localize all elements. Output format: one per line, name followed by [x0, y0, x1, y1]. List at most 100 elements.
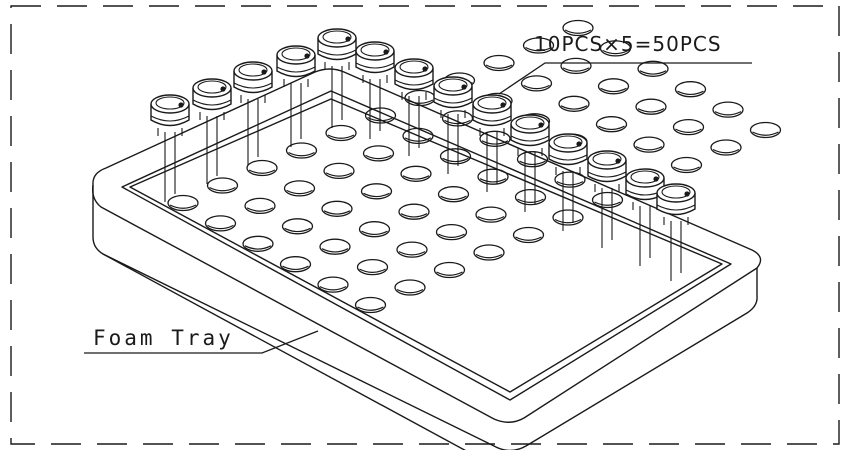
- sensor-cap: [150, 94, 190, 114]
- tray-hole-inner: [517, 198, 544, 203]
- tray-hole-inner: [677, 90, 704, 96]
- qty-leader: [498, 62, 752, 95]
- tray-hole: [402, 127, 434, 145]
- sensor-cap-inner: [238, 63, 268, 77]
- tray-hole-inner: [363, 192, 390, 198]
- sensor-cap: [355, 41, 395, 61]
- sensor-cap-inner: [322, 30, 352, 44]
- tray-hole: [522, 37, 555, 54]
- tray-hole-inner: [602, 49, 629, 55]
- leader-lines: [84, 62, 752, 354]
- tray-hole-inner: [523, 84, 550, 90]
- tray-hole-inner: [637, 108, 665, 113]
- tray-hole: [433, 261, 466, 279]
- tray-hole-inner: [400, 213, 428, 218]
- tray-hole: [477, 168, 509, 185]
- tray-hole: [400, 165, 432, 182]
- sensor-component: [233, 61, 273, 165]
- tray-hole-inner: [361, 230, 388, 236]
- sensor-tab: [684, 191, 690, 197]
- sensor-tab: [576, 141, 582, 147]
- tray-hole-inner: [327, 134, 355, 139]
- tray-hole: [321, 200, 353, 217]
- tray-hole-inner: [282, 265, 309, 271]
- tray-hole: [435, 223, 468, 241]
- sensor-cap-inner: [553, 135, 583, 149]
- tray-hole: [473, 244, 505, 261]
- tray-hole-inner: [438, 233, 465, 238]
- tray-hole-inner: [321, 248, 349, 253]
- sensor-cap-inner: [155, 96, 185, 110]
- tray-leader: [84, 330, 319, 354]
- sensor-tab: [422, 66, 428, 72]
- tray-hole-inner: [246, 207, 274, 212]
- tray-hole-inner: [207, 224, 234, 230]
- sensor-cap: [394, 58, 434, 78]
- sensor-tab: [178, 102, 184, 108]
- sensor-band: [472, 115, 512, 122]
- sensor-tab: [615, 158, 621, 164]
- tray-rim-inner: [121, 90, 732, 401]
- sensor-band: [433, 97, 473, 104]
- tray-hole: [552, 209, 584, 226]
- tray-hole-inner: [594, 201, 621, 206]
- sensor-tab: [383, 49, 389, 55]
- sensor-cap: [472, 94, 512, 114]
- sensor-cap-inner: [281, 47, 311, 61]
- sensor-cap-inner: [515, 116, 545, 130]
- tray-hole: [356, 258, 389, 276]
- sensor-cap-inner: [477, 96, 507, 110]
- dashed-frame: [10, 5, 840, 445]
- sensor-cap: [656, 183, 696, 203]
- sensor-band: [355, 62, 395, 69]
- sensor-cap: [233, 61, 273, 81]
- tray-hole: [354, 296, 387, 314]
- tray-hole-inner: [288, 151, 315, 157]
- tray-hole: [437, 186, 470, 203]
- sensor-cap: [433, 76, 473, 96]
- tray-hole: [246, 159, 278, 177]
- tray-hole: [514, 188, 547, 206]
- tray-hole: [396, 241, 428, 258]
- quantity-label: 10PCS×5=50PCS: [534, 32, 722, 56]
- sensor-component: [276, 45, 316, 147]
- tray-hole: [635, 98, 667, 115]
- tray-hole: [325, 124, 357, 142]
- tray-hole-inner: [635, 146, 663, 151]
- tray-hole-inner: [325, 172, 353, 177]
- tray-hole: [562, 19, 594, 37]
- sensor-band: [317, 49, 357, 56]
- tray-hole-inner: [436, 271, 463, 276]
- tray-hole: [285, 142, 318, 159]
- tray-hole-inner: [365, 154, 392, 160]
- tray-hole: [710, 139, 742, 156]
- sensor-band: [587, 171, 627, 178]
- sensor-cap: [317, 28, 357, 48]
- sensor-cap: [548, 133, 588, 153]
- foam-tray: [91, 68, 762, 454]
- sensor-band: [192, 99, 232, 106]
- sensor-cap: [510, 114, 550, 134]
- tray-hole-inner: [554, 218, 582, 224]
- tray-hole-inner: [398, 251, 426, 256]
- tray-hole: [283, 180, 316, 197]
- sensor-row: [150, 28, 696, 281]
- tray-hole: [360, 183, 393, 200]
- sensor-component: [192, 78, 232, 184]
- tray-hole-inner: [519, 160, 546, 166]
- sensor-tab: [538, 122, 544, 128]
- sensor-tab: [220, 86, 226, 92]
- tray-hole-inner: [169, 204, 197, 209]
- tray-side-right: [102, 253, 758, 452]
- sensor-band: [150, 115, 190, 122]
- tray-hole: [674, 81, 707, 98]
- tray-hole: [323, 162, 355, 180]
- sensor-component: [355, 41, 395, 139]
- tray-hole: [479, 130, 511, 147]
- tray-hole-inner: [481, 140, 509, 145]
- tray-hole-inner: [319, 286, 347, 291]
- tray-hole-inner: [675, 128, 702, 133]
- tray-hole: [483, 54, 515, 72]
